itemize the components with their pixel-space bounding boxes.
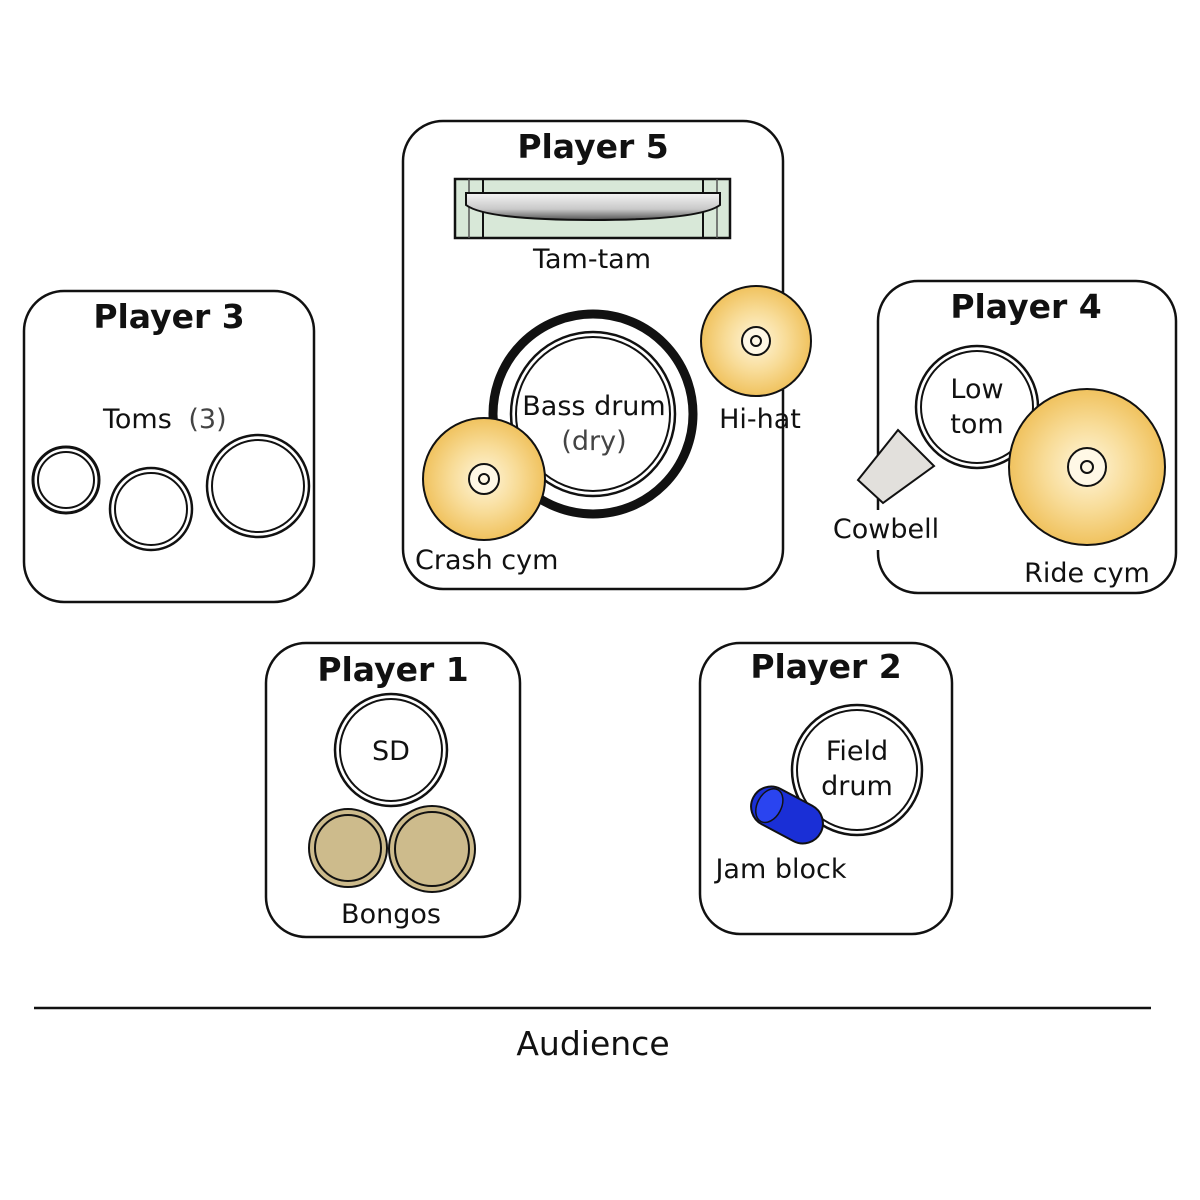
tom-2-icon [108, 466, 194, 552]
player-3-area: Player 3 Toms (3) [22, 289, 316, 604]
jam-block-label: Jam block [713, 854, 846, 885]
bongos-label: Bongos [341, 899, 441, 930]
tam-tam-icon [453, 177, 732, 240]
player-4-area: Player 4 Low tom Cowbell Ride cym [833, 279, 1178, 595]
hi-hat-icon [700, 285, 812, 397]
field-drum-icon [790, 703, 924, 837]
player-2-area: Player 2 Field drum Jam block [698, 641, 954, 936]
tam-tam-label: Tam-tam [532, 244, 651, 275]
toms-label: Toms [102, 404, 172, 435]
player-5-title: Player 5 [517, 127, 668, 166]
field-drum-label-line1: Field [826, 736, 888, 767]
ride-cymbal-label: Ride cym [1024, 558, 1150, 589]
tom-3-icon [205, 433, 311, 539]
cowbell-label: Cowbell [833, 514, 939, 545]
bongo-left-icon [308, 808, 388, 888]
bass-drum-label: Bass drum [522, 391, 665, 422]
tom-1-icon [31, 445, 101, 515]
bongo-right-icon [388, 805, 476, 893]
low-tom-label-line1: Low [950, 374, 1003, 405]
crash-cymbal-icon [422, 417, 546, 541]
toms-count: (3) [188, 404, 226, 435]
low-tom-label-line2: tom [950, 409, 1003, 440]
bass-drum-note: (dry) [561, 426, 626, 457]
player-1-title: Player 1 [317, 650, 468, 689]
ride-cymbal-icon [1008, 388, 1166, 546]
player-5-area: Player 5 Tam-tam Bass drum (dry) Crash c… [401, 119, 812, 591]
hi-hat-label: Hi-hat [719, 404, 801, 435]
border-gap [870, 510, 890, 550]
snare-drum-label: SD [372, 736, 410, 767]
field-drum-label-line2: drum [821, 771, 893, 802]
jam-block-icon [750, 785, 824, 845]
low-tom-icon [914, 344, 1040, 470]
crash-cymbal-label: Crash cym [415, 545, 558, 576]
player-1-area: Player 1 SD Bongos [264, 641, 522, 939]
player-4-title: Player 4 [950, 287, 1101, 326]
player-3-title: Player 3 [93, 297, 244, 336]
cowbell-icon [856, 428, 936, 505]
snare-drum-icon [333, 692, 449, 808]
toms-caption: Toms (3) [102, 404, 227, 435]
player-2-title: Player 2 [750, 647, 901, 686]
audience-label: Audience [516, 1024, 669, 1063]
